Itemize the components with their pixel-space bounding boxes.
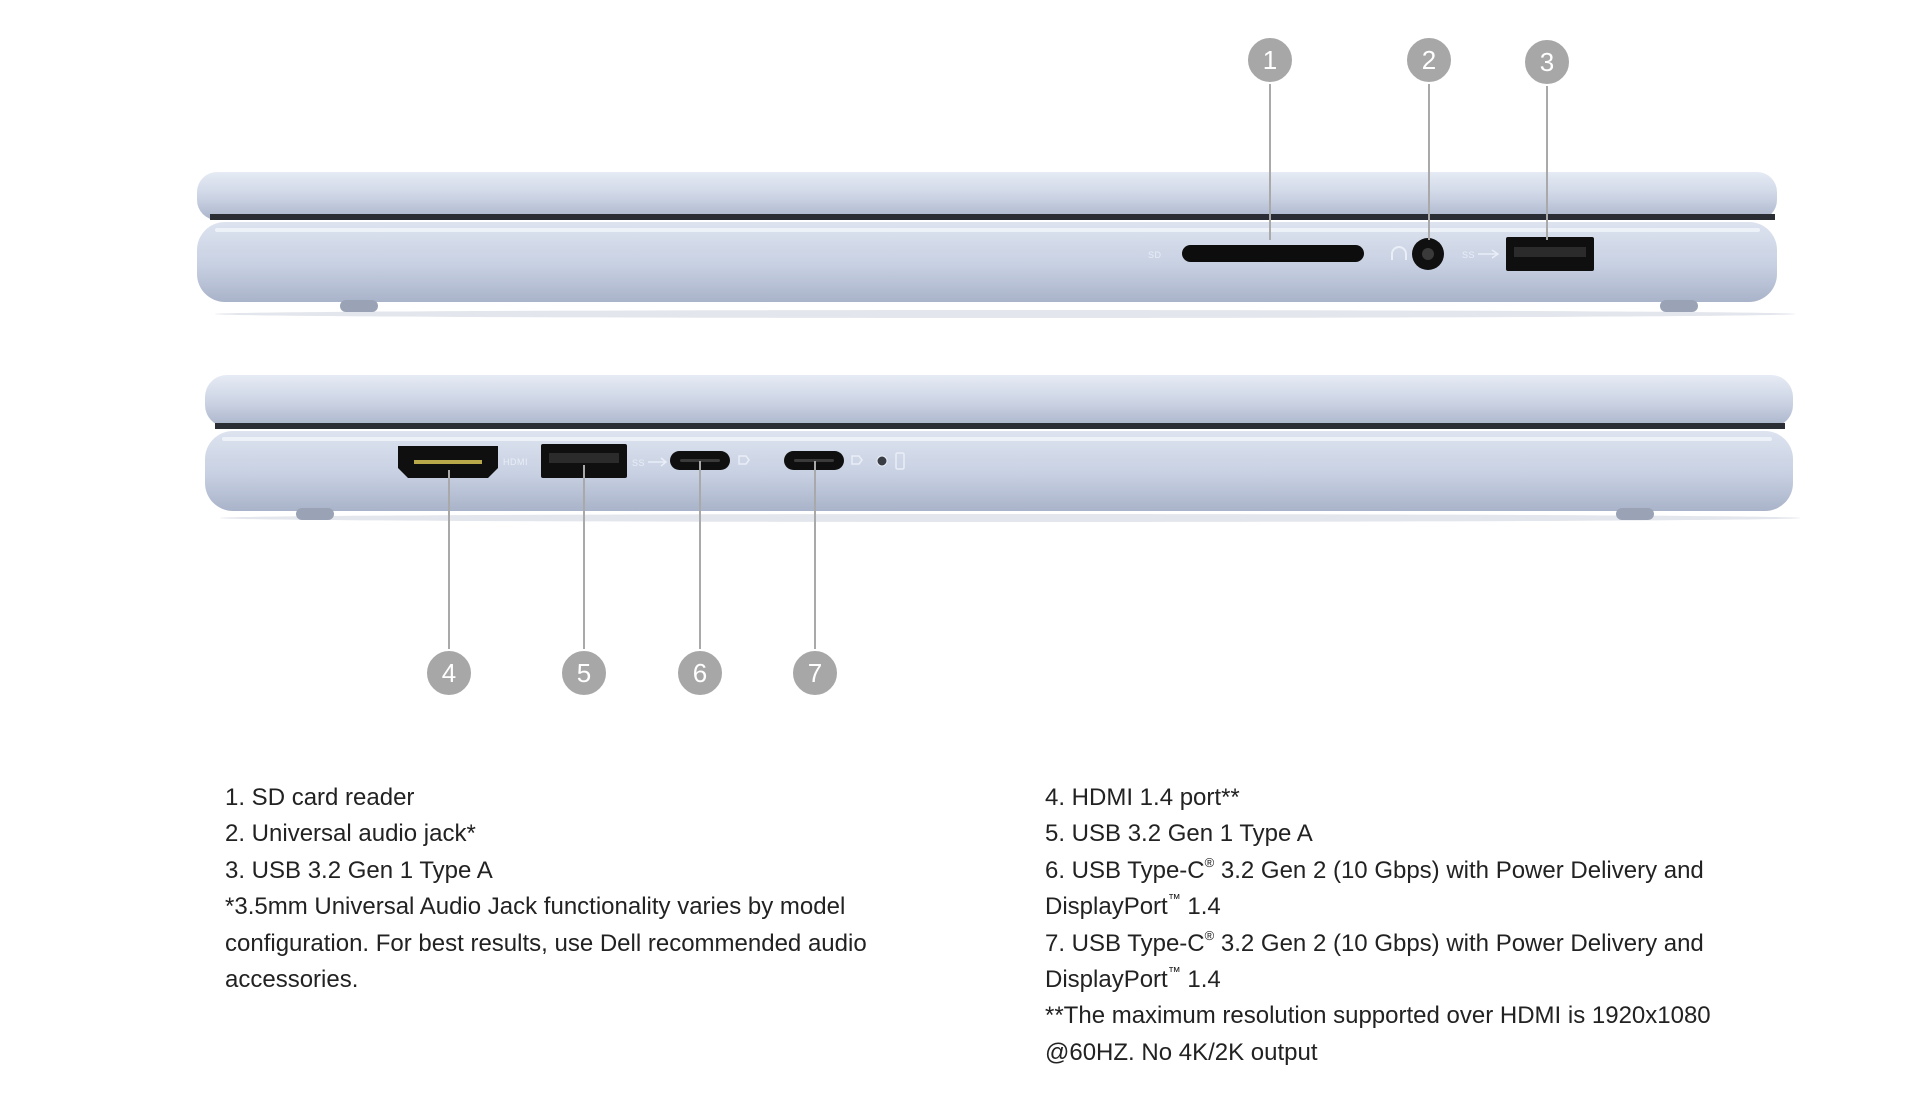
hdmi-port-label: HDMI (503, 457, 528, 467)
legend-item-6-part: 3.2 Gen 2 (10 Gbps) with Power Delivery … (1045, 856, 1704, 921)
displayport-icon (851, 455, 863, 465)
usb-ss-label: SS (632, 458, 645, 468)
callout-3-number: 3 (1540, 47, 1554, 77)
legend-item-7: 7. USB Type-C® 3.2 Gen 2 (10 Gbps) with … (1045, 926, 1745, 999)
battery-icon (895, 452, 905, 470)
legend-item-4: 4. HDMI 1.4 port** (1045, 784, 1240, 811)
legend-footnote-hdmi: **The maximum resolution supported over … (1045, 1002, 1711, 1066)
legend-item-1: 1. SD card reader (225, 784, 415, 811)
legend-item-2: 2. Universal audio jack* (225, 820, 476, 848)
trademark-mark: ™ (1167, 891, 1181, 907)
usb-icon (1478, 249, 1500, 259)
callout-7: 7 (791, 649, 839, 697)
registered-mark: ® (1204, 927, 1215, 943)
callout-4-number: 4 (442, 658, 456, 688)
legend-item-7-part: 1.4 (1180, 966, 1221, 994)
callout-5-number: 5 (577, 658, 591, 688)
legend-item-5: 5. USB 3.2 Gen 1 Type A (1045, 820, 1313, 848)
base (197, 222, 1777, 302)
audio-jack-inner (1422, 248, 1434, 260)
registered-mark: ® (1204, 854, 1215, 870)
hdmi-pins (414, 460, 482, 464)
usb-c-tongue (794, 459, 834, 462)
legend-item-3: 3. USB 3.2 Gen 1 Type A (225, 856, 493, 884)
power-led (876, 455, 888, 467)
lid (205, 375, 1793, 427)
legend-item-7-part: 7. USB Type-C (1045, 929, 1205, 957)
callout-4: 4 (425, 649, 473, 697)
laptop-left-side-view: HDMI SS (205, 375, 1800, 522)
usb-icon (648, 457, 668, 467)
shadow (215, 310, 1795, 318)
rubber-foot (1616, 508, 1654, 520)
shadow (220, 514, 1800, 522)
callout-6: 6 (676, 649, 724, 697)
callout-1-number: 1 (1263, 45, 1277, 75)
callout-7-number: 7 (808, 658, 822, 688)
sd-card-slot (1182, 245, 1364, 262)
legend-item-7-part: 3.2 Gen 2 (10 Gbps) with Power Delivery … (1045, 929, 1704, 994)
legend-right-side-ports: 1. SD card reader 2. Universal audio jac… (225, 780, 905, 998)
legend-item-6-part: 1.4 (1180, 893, 1221, 921)
laptop-ports-diagram: SD SS HDMI SS (197, 36, 1800, 697)
rubber-foot (340, 300, 378, 312)
callout-1: 1 (1246, 36, 1294, 84)
legend-left-side-ports: 4. HDMI 1.4 port** 5. USB 3.2 Gen 1 Type… (1045, 780, 1745, 1071)
callout-5: 5 (560, 649, 608, 697)
callout-2-number: 2 (1422, 45, 1436, 75)
legend-footnote-audio: *3.5mm Universal Audio Jack functionalit… (225, 893, 867, 994)
sd-port-label: SD (1148, 250, 1162, 260)
callout-2: 2 (1405, 36, 1453, 84)
rubber-foot (1660, 300, 1698, 312)
usb-ss-label: SS (1462, 250, 1475, 260)
lid-seam (215, 423, 1785, 429)
base-highlight (215, 228, 1760, 232)
usb-a-tongue (549, 453, 619, 463)
callout-3: 3 (1523, 38, 1571, 86)
laptop-right-side-view: SD SS (197, 172, 1795, 318)
rubber-foot (296, 508, 334, 520)
base-highlight (222, 437, 1772, 441)
legend-item-6-part: 6. USB Type-C (1045, 856, 1205, 884)
lid-seam (210, 214, 1775, 220)
lid (197, 172, 1777, 220)
callout-6-number: 6 (693, 658, 707, 688)
usb-c-tongue (680, 459, 720, 462)
trademark-mark: ™ (1167, 964, 1181, 980)
displayport-icon (738, 455, 750, 465)
headphone-icon (1391, 246, 1407, 260)
leader-lines (448, 82, 1548, 651)
usb-a-tongue (1514, 247, 1586, 257)
legend-item-6: 6. USB Type-C® 3.2 Gen 2 (10 Gbps) with … (1045, 853, 1745, 926)
